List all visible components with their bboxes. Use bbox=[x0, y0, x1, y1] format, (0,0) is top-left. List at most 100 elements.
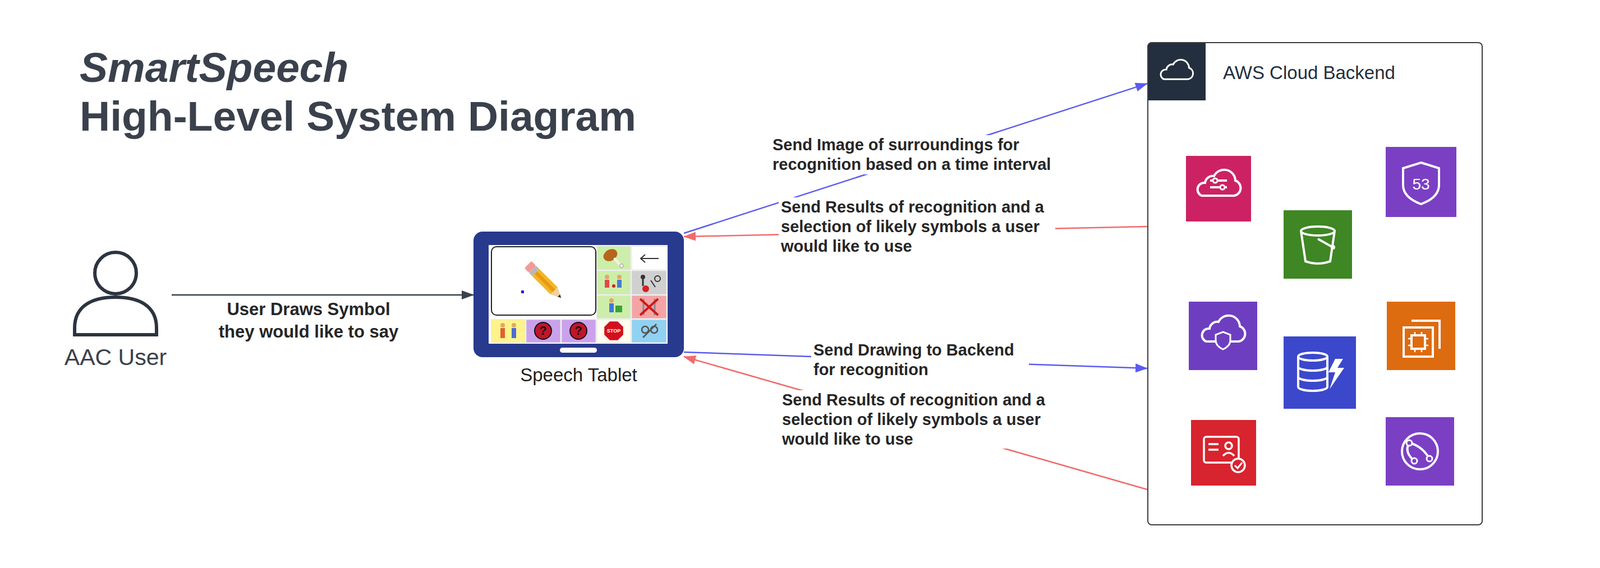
cloudfront-icon bbox=[1401, 433, 1438, 470]
symbol-tiles bbox=[491, 246, 667, 343]
cloudfront-icon bbox=[1426, 456, 1433, 462]
family-symbol bbox=[500, 323, 505, 328]
s3-bucket-icon bbox=[1300, 226, 1335, 264]
symbol-tiles bbox=[596, 319, 631, 343]
node-label: AAC User bbox=[64, 343, 167, 372]
symbol-tiles bbox=[596, 295, 631, 319]
tablet-node: Speech Tablet bbox=[473, 231, 684, 389]
symbol-tiles bbox=[491, 319, 526, 343]
api-gateway-icon bbox=[1185, 155, 1252, 222]
tablet-illustration bbox=[491, 246, 596, 316]
certificate-icon bbox=[1225, 442, 1232, 450]
symbol-tiles bbox=[526, 319, 561, 343]
api-gateway-icon bbox=[1185, 155, 1252, 222]
dynamodb-icon bbox=[1283, 336, 1356, 409]
question-symbol bbox=[534, 322, 552, 340]
symbol-tiles bbox=[631, 270, 667, 295]
people-symbol bbox=[617, 279, 622, 288]
family-symbol bbox=[511, 323, 517, 328]
tablet-illustration bbox=[488, 245, 668, 344]
cloud-security-icon bbox=[1188, 301, 1258, 371]
pencil-icon bbox=[524, 261, 565, 302]
tablet-illustration bbox=[473, 231, 684, 358]
people-symbol bbox=[604, 274, 610, 280]
connector-arrow bbox=[171, 294, 474, 297]
food-symbol bbox=[614, 259, 621, 266]
people-symbol bbox=[617, 274, 622, 280]
back-arrow-symbol bbox=[640, 254, 659, 263]
symbol-tiles bbox=[596, 270, 631, 295]
symbol-tiles bbox=[561, 319, 596, 343]
certificate-icon bbox=[1191, 420, 1257, 486]
play-symbol bbox=[654, 276, 661, 282]
s3-bucket-icon bbox=[1330, 245, 1336, 250]
shopping-symbol bbox=[609, 298, 623, 313]
diagram-title: SmartSpeech bbox=[79, 43, 349, 92]
cloudfront-icon bbox=[1406, 440, 1413, 447]
api-gateway-icon bbox=[1220, 185, 1225, 190]
ink-dot bbox=[521, 290, 524, 294]
people-symbol bbox=[604, 279, 610, 288]
cloudfront-icon bbox=[1385, 417, 1455, 486]
dynamodb-icon bbox=[1328, 359, 1345, 390]
question-mark: ? bbox=[574, 324, 582, 338]
api-gateway-icon bbox=[1197, 169, 1241, 196]
route53-icon bbox=[1403, 162, 1439, 205]
play-symbol bbox=[642, 279, 645, 287]
edge-label: Send Results of recognition and a select… bbox=[779, 390, 1057, 449]
no-eating-symbol bbox=[640, 299, 659, 316]
play-symbol bbox=[650, 280, 656, 288]
aws-header-icon bbox=[1147, 42, 1206, 101]
route53-icon bbox=[1385, 146, 1457, 218]
shopping-symbol bbox=[609, 298, 614, 303]
ec2-icon bbox=[1411, 320, 1440, 349]
question-symbol bbox=[569, 322, 587, 340]
s3-bucket-icon bbox=[1283, 210, 1353, 279]
symbol-tiles bbox=[596, 246, 631, 270]
ec2-icon bbox=[1403, 320, 1440, 357]
node-label: AWS Cloud Backend bbox=[1223, 61, 1396, 85]
symbol-tiles bbox=[631, 295, 667, 319]
user-node: AAC User bbox=[59, 249, 172, 376]
shopping-symbol bbox=[615, 305, 623, 313]
dynamodb-icon bbox=[1298, 352, 1328, 361]
cloudfront-icon bbox=[1401, 433, 1438, 470]
aws-header-icon bbox=[1147, 42, 1206, 101]
aws-header-icon bbox=[1160, 60, 1194, 80]
s3-bucket-icon bbox=[1283, 210, 1353, 279]
people-symbol bbox=[612, 284, 616, 288]
node-label: Speech Tablet bbox=[520, 364, 638, 387]
play-symbol bbox=[640, 274, 661, 293]
edge-label: User Draws Symbol they would like to say bbox=[210, 298, 407, 344]
ec2-icon bbox=[1386, 301, 1456, 371]
certificate-icon bbox=[1203, 437, 1239, 463]
dynamodb-icon bbox=[1298, 356, 1328, 392]
edge-label: Send Drawing to Backend for recognition bbox=[811, 340, 1029, 380]
people-symbol bbox=[604, 274, 622, 288]
question-mark: ? bbox=[539, 324, 547, 338]
stop-sign-text: STOP bbox=[607, 328, 621, 334]
certificate-icon bbox=[1191, 420, 1257, 486]
family-symbol bbox=[500, 328, 505, 339]
certificate-icon bbox=[1234, 462, 1243, 469]
tablet-illustration bbox=[559, 347, 597, 353]
pencil-icon bbox=[550, 287, 565, 302]
cloudfront-icon bbox=[1411, 458, 1418, 464]
cloud-security-icon bbox=[1215, 332, 1231, 350]
play-symbol bbox=[640, 274, 646, 280]
diagram-subtitle: High-Level System Diagram bbox=[79, 92, 637, 141]
food-symbol bbox=[601, 246, 624, 269]
user-icon bbox=[74, 252, 157, 335]
ec2-icon bbox=[1403, 327, 1433, 357]
stop-sign bbox=[603, 320, 624, 341]
edge-label: Send Image of surroundings for recogniti… bbox=[770, 135, 1061, 175]
pencil-icon bbox=[557, 294, 563, 300]
pencil-icon bbox=[534, 271, 556, 293]
s3-bucket-icon bbox=[1300, 226, 1335, 236]
certificate-icon bbox=[1203, 437, 1239, 463]
tools-symbol bbox=[642, 324, 657, 338]
s3-bucket-icon bbox=[1300, 231, 1335, 264]
tools-symbol bbox=[641, 324, 658, 338]
route53-icon bbox=[1385, 146, 1457, 218]
symbol-tiles bbox=[631, 246, 667, 270]
